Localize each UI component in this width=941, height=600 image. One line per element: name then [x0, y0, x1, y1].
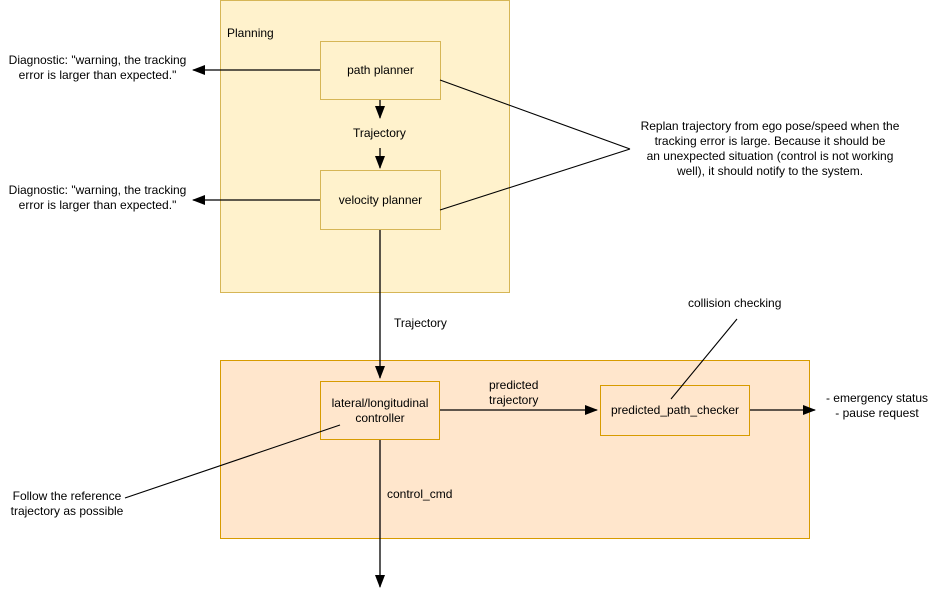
replan-annotation: Replan trajectory from ego pose/speed wh… [640, 119, 900, 178]
diagnostic-note-bottom: Diagnostic: "warning, the tracking error… [8, 183, 187, 212]
node-path-planner-label: path planner [347, 63, 414, 77]
node-predicted-path-checker[interactable]: predicted_path_checker [600, 385, 750, 436]
emergency-outputs-label: - emergency status - pause request [825, 391, 929, 420]
planning-container-label: Planning [227, 26, 274, 40]
edge-label-control-cmd: control_cmd [387, 487, 453, 501]
edge-label-trajectory-mid: Trajectory [353, 126, 406, 140]
node-velocity-planner-label: velocity planner [338, 192, 423, 207]
node-velocity-planner[interactable]: velocity planner [320, 170, 441, 230]
node-checker-label: predicted_path_checker [610, 403, 740, 417]
node-path-planner[interactable]: path planner [320, 41, 441, 100]
edge-label-trajectory-lower: Trajectory [394, 316, 447, 330]
follow-reference-annotation: Follow the reference trajectory as possi… [10, 489, 124, 518]
collision-checking-annotation: collision checking [688, 296, 782, 310]
node-controller-label: lateral/longitudinal controller [331, 395, 429, 425]
diagnostic-note-top: Diagnostic: "warning, the tracking error… [8, 53, 187, 82]
edge-label-predicted-trajectory: predicted trajectory [489, 378, 539, 407]
node-lateral-longitudinal-controller[interactable]: lateral/longitudinal controller [320, 381, 440, 440]
